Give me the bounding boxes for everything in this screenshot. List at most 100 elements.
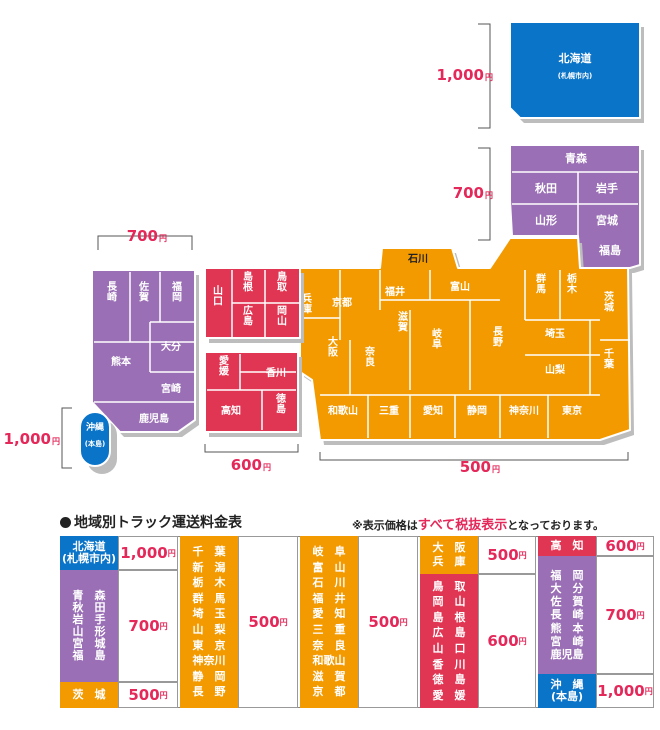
pref-nagano: 長: [493, 326, 504, 338]
bracket-kyushu: [97, 235, 193, 250]
pref-chiba: 千: [604, 347, 614, 360]
pref-tochigi: 栃: [567, 272, 577, 285]
pref-fukui: 福井: [384, 285, 405, 298]
table-title: 地域別トラック運送料金表: [60, 512, 242, 532]
pref-shiga: 滋: [398, 310, 408, 323]
pref-okinawa: 沖縄: [86, 421, 104, 433]
pref-kagawa: 香川: [266, 366, 286, 379]
pref-fukuoka: 福: [171, 280, 182, 293]
price-central: 500: [460, 458, 491, 476]
region-okinawa: [79, 411, 111, 467]
pref-chiba: 葉: [603, 358, 615, 371]
pref-shimane: 島: [243, 270, 253, 283]
row-kanto: 千 葉 新 潟 栃 木 群 馬 埼 玉 山 梨 東 京 神奈川 静 岡 長 野: [180, 536, 238, 708]
pref-kanagawa: 神奈川: [509, 404, 539, 417]
pref-nagasaki: 崎: [107, 291, 117, 304]
pref-yamanashi: 山梨: [545, 363, 566, 376]
bracket-okinawa: [61, 407, 72, 469]
pref-fukushima: 福島: [598, 243, 621, 257]
pref-kagoshima: 鹿児島: [139, 412, 169, 425]
pref-okinawa-sub: (本島): [85, 439, 105, 448]
row-ibaraki: 茨 城: [60, 682, 118, 708]
price-kyushu-unit: 円: [159, 234, 167, 243]
pref-gifu: 岐: [432, 327, 442, 340]
pref-aomori: 青森: [565, 151, 588, 165]
price-okinawa: 1,000: [4, 430, 51, 448]
price-kyushu: 700: [127, 227, 158, 245]
pref-oita: 大分: [161, 340, 181, 353]
pref-miyagi: 宮城: [596, 213, 618, 227]
bracket-tohoku: [478, 147, 491, 241]
price-tohoku: 700: [453, 184, 484, 202]
region-central: [299, 237, 631, 441]
pref-tochigi: 木: [566, 283, 578, 296]
price-central-unit: 円: [492, 465, 500, 474]
price-okinawa-unit: 円: [52, 437, 60, 446]
pref-yamaguchi: 山: [213, 284, 223, 297]
row-osaka-hyogo: 大 阪 兵 庫: [420, 536, 478, 574]
price-shikoku: 600: [231, 456, 262, 474]
pref-nagano: 野: [493, 337, 503, 349]
pref-mie: 三重: [379, 404, 399, 417]
pref-saitama: 埼玉: [545, 327, 565, 340]
pref-nagasaki: 長: [107, 281, 118, 293]
price-shikoku-unit: 円: [263, 463, 271, 472]
pref-nara: 奈: [364, 345, 376, 358]
pref-toyama: 富山: [450, 280, 470, 293]
pref-aichi: 愛知: [423, 404, 443, 417]
region-kyushu: [91, 269, 196, 433]
pref-shizuoka: 静岡: [467, 404, 487, 417]
bullet-icon: [60, 517, 71, 528]
row-kyushu: 福 岡 大 分 佐 賀 長 崎 熊 本 宮 崎 鹿児島: [538, 556, 596, 674]
pref-nara: 良: [365, 356, 375, 369]
pref-tokyo: 東京: [562, 404, 582, 417]
pref-kochi: 高知: [221, 404, 241, 417]
row-chubu: 岐 阜 富 山 石 川 福 井 愛 知 三 重 奈 良 和歌山 滋 賀 京 都: [300, 536, 358, 708]
pref-ibaraki: 城: [604, 301, 614, 314]
row-kochi: 高 知: [538, 536, 596, 556]
pref-okayama: 山: [277, 315, 287, 328]
pref-hokkaido-sub: (札幌市内): [558, 71, 592, 80]
pref-miyazaki: 宮崎: [161, 382, 181, 395]
pref-kyoto: 京都: [332, 296, 352, 309]
pref-gunma: 群: [536, 272, 546, 285]
pref-hokkaido: 北海道: [559, 51, 592, 65]
pref-hyogo: 兵: [302, 292, 312, 305]
pref-saga: 賀: [138, 291, 149, 304]
pref-ishikawa: 石川: [407, 253, 428, 265]
bracket-central: [319, 452, 629, 461]
pref-gifu: 阜: [432, 338, 442, 351]
price-tohoku-unit: 円: [485, 191, 493, 200]
pref-ehime: 媛: [218, 365, 230, 378]
pref-ibaraki: 茨: [604, 290, 614, 303]
row-hokkaido: 北海道 (札幌市内): [60, 536, 118, 570]
pref-fukuoka: 岡: [172, 292, 182, 304]
price-hokkaido-unit: 円: [485, 73, 493, 82]
pref-kumamoto: 熊本: [111, 355, 132, 368]
pref-saga: 佐: [138, 280, 149, 293]
pref-tokushima: 島: [276, 403, 286, 416]
pref-tottori: 鳥: [277, 270, 287, 283]
pref-shimane: 根: [243, 281, 253, 294]
region-hokkaido: [509, 21, 641, 119]
pref-tottori: 取: [277, 282, 288, 294]
pref-okayama: 岡: [277, 305, 287, 317]
bracket-hokkaido: [478, 23, 491, 129]
pref-akita: 秋田: [535, 181, 557, 195]
pref-hyogo: 庫: [302, 303, 312, 316]
row-hokkaido-name: 北海道 (札幌市内): [61, 539, 117, 565]
pref-iwate: 岩手: [595, 181, 618, 195]
pref-osaka: 阪: [328, 346, 339, 359]
row-chugoku-shikoku: 鳥 取 岡 山 島 根 広 島 山 口 香 川 徳 島 愛 媛: [420, 574, 478, 708]
pref-hiroshima: 島: [243, 315, 253, 328]
bracket-shikoku: [204, 444, 299, 453]
pref-wakayama: 和歌山: [327, 404, 358, 417]
pref-tokushima: 徳: [275, 392, 286, 405]
